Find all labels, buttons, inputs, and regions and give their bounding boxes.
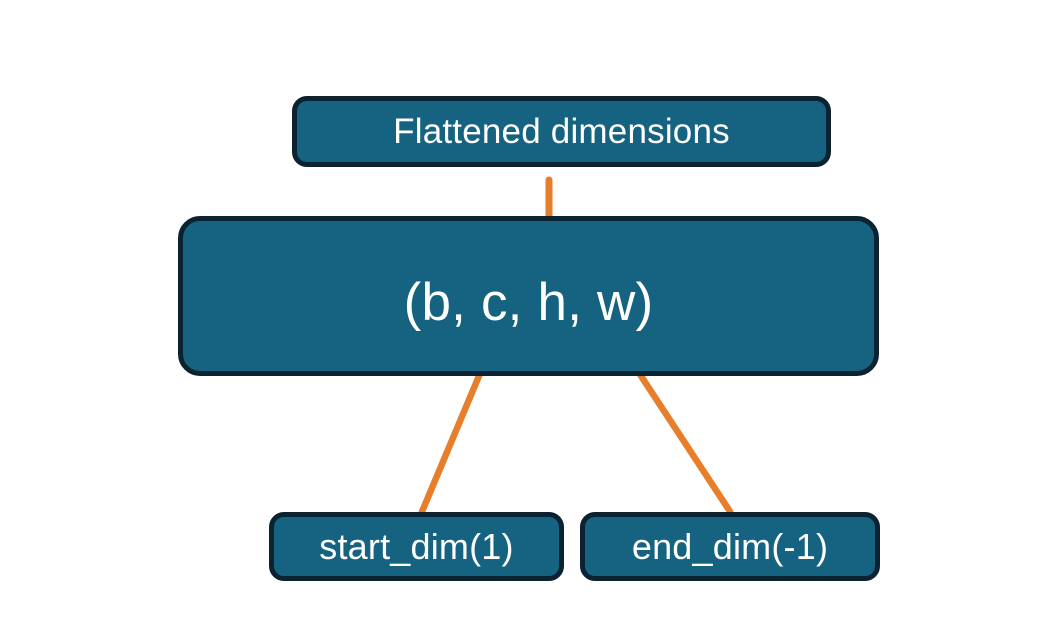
tensor-shape-label: (b, c, h, w) (403, 272, 654, 332)
end-dim-label: end_dim(-1) (631, 525, 829, 567)
flattened-dimensions-box[interactable]: Flattened dimensions (292, 96, 831, 167)
tensor-shape-box[interactable]: (b, c, h, w) (178, 216, 879, 376)
start-dim-label: start_dim(1) (319, 525, 514, 567)
end-dim-box[interactable]: end_dim(-1) (580, 512, 880, 581)
start-dim-box[interactable]: start_dim(1) (269, 512, 564, 581)
flattened-dimensions-label: Flattened dimensions (393, 112, 730, 151)
